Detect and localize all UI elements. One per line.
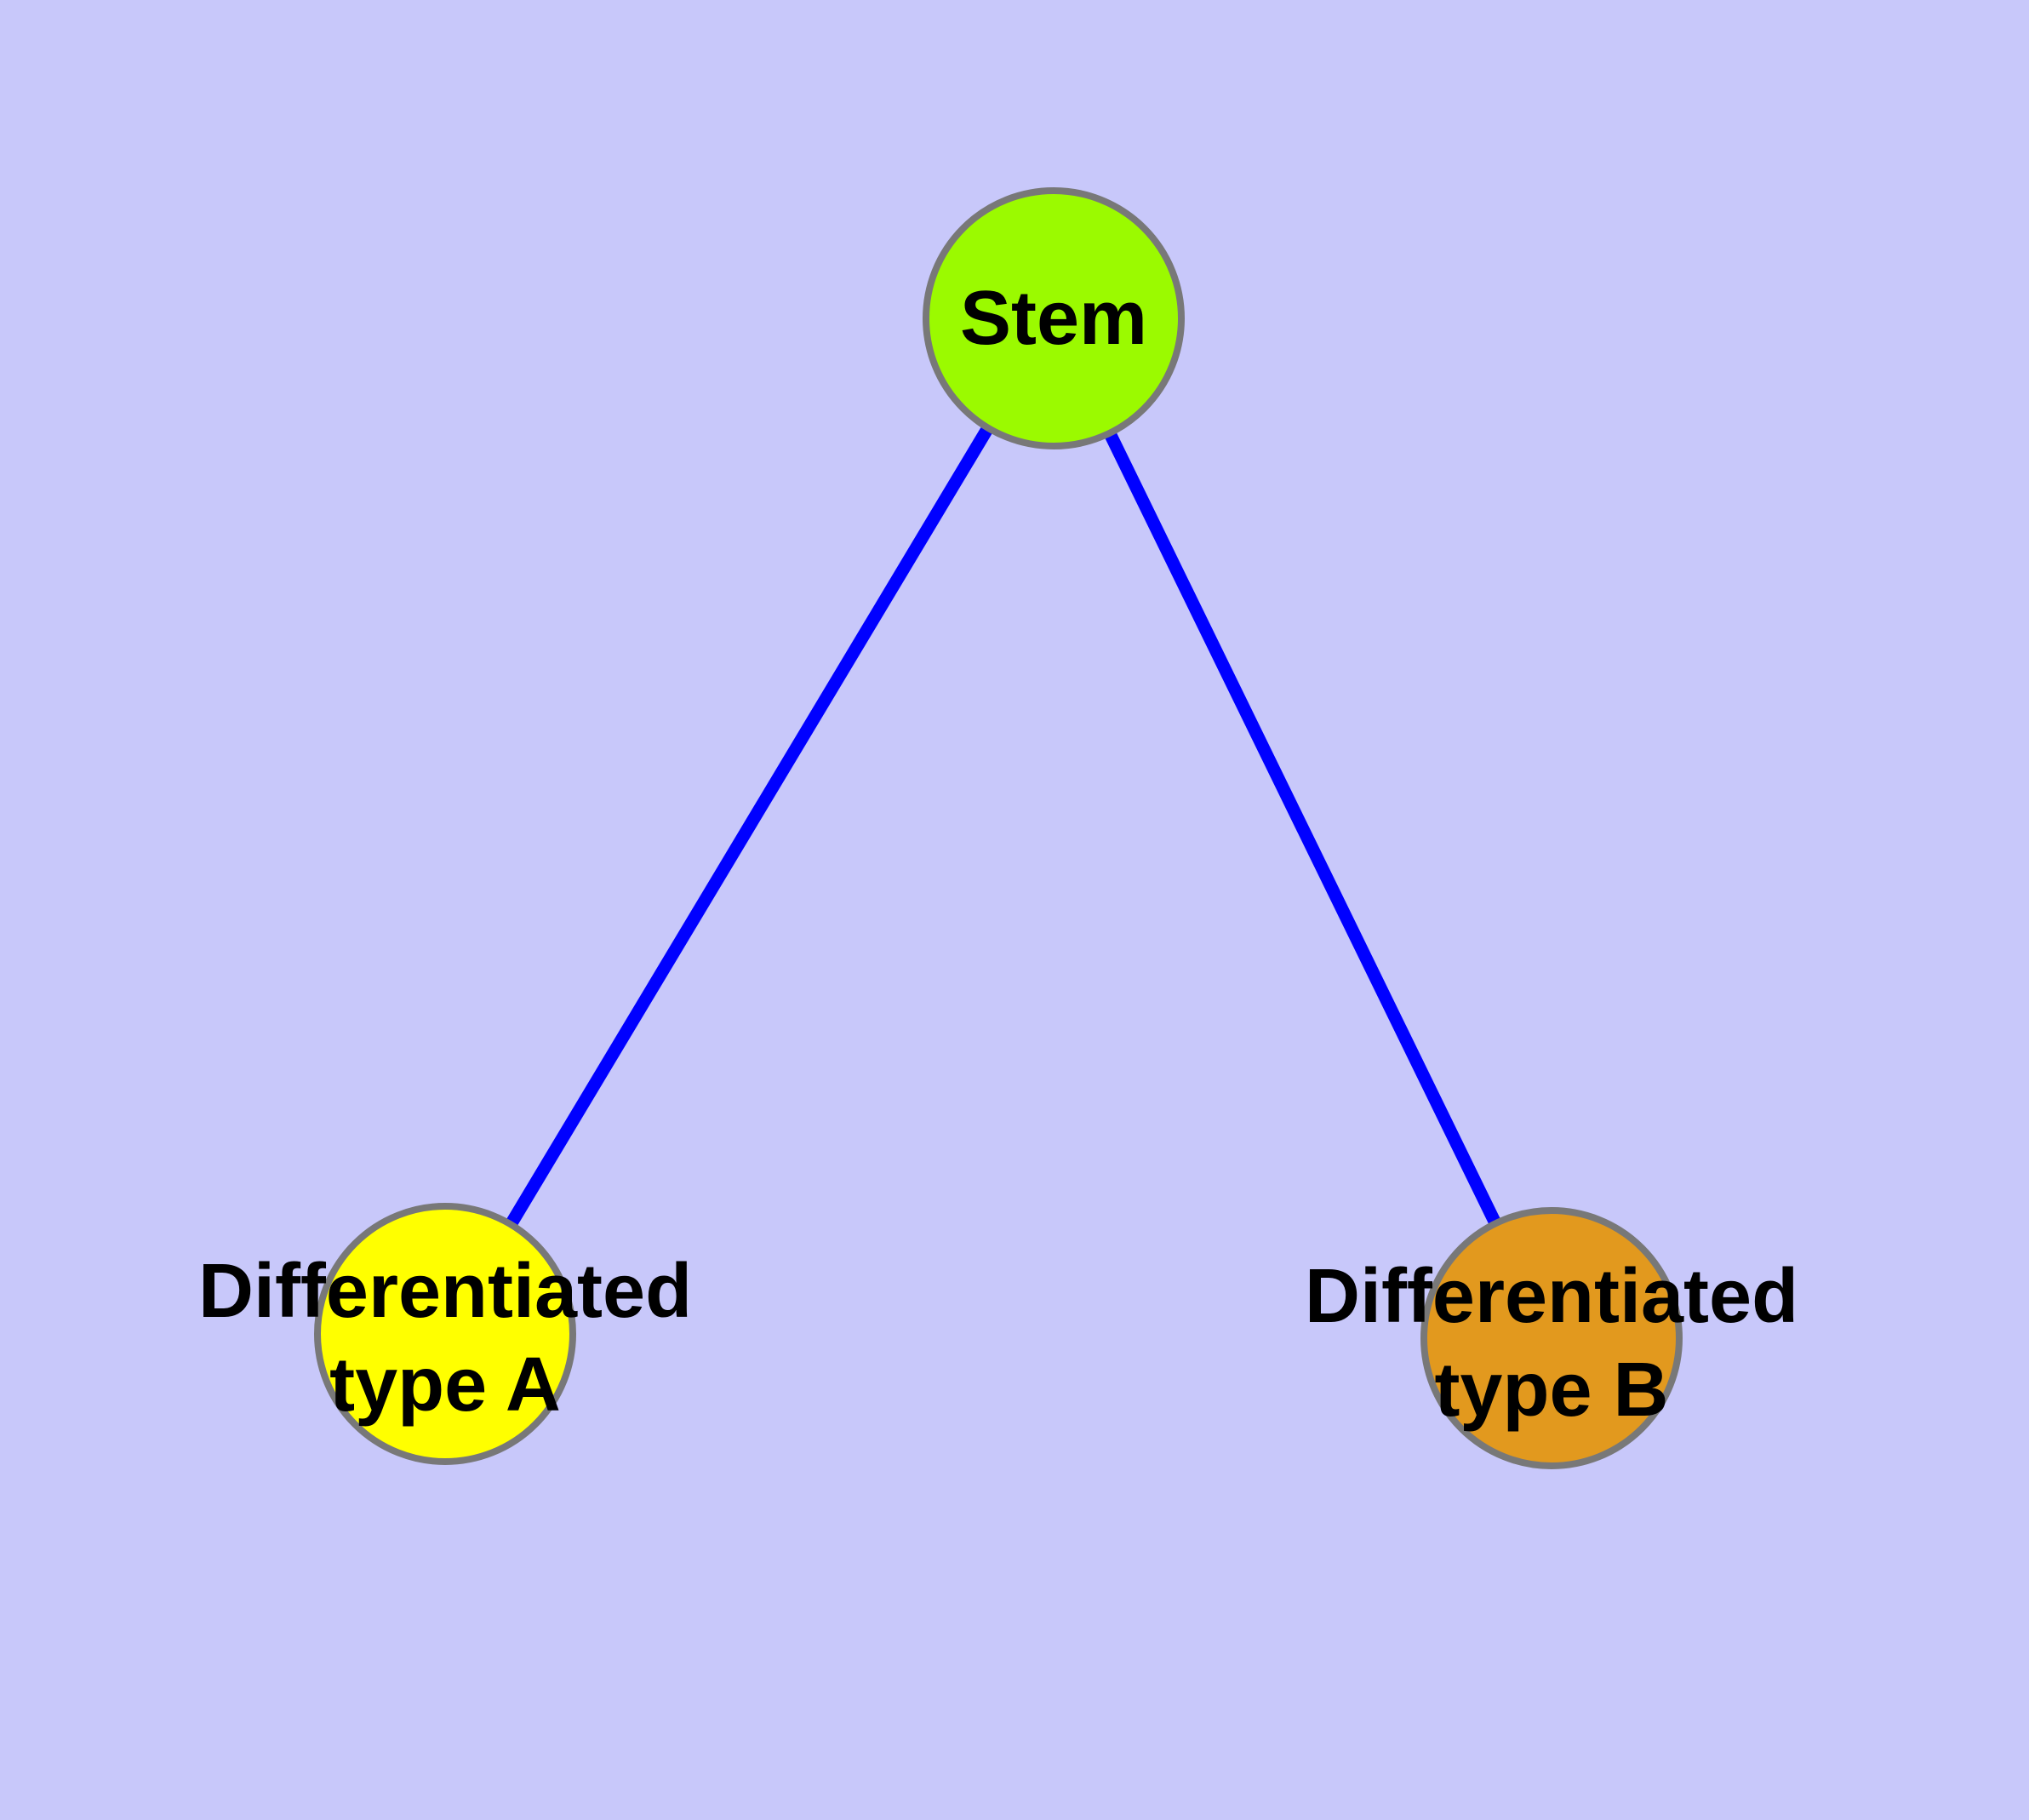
type-b-label-line1: Differentiated: [1304, 1254, 1799, 1339]
type-a-label-line1: Differentiated: [197, 1249, 693, 1334]
type-b-label-line2: type B: [1434, 1348, 1669, 1433]
type-b-node-label: Differentiated type B: [1305, 1250, 1798, 1437]
stem-node-label: Stem: [960, 272, 1147, 365]
type-a-node-label: Differentiated type A: [198, 1245, 692, 1432]
edge-stem-to-type-a: [439, 315, 1060, 1337]
type-b-node-circle: [1420, 1207, 1683, 1469]
edge-stem-to-type-b: [1048, 315, 1557, 1342]
type-a-node-circle: [314, 1203, 576, 1465]
stem-node-label-text: Stem: [959, 276, 1148, 361]
stem-node-circle: [923, 187, 1185, 449]
type-a-label-line2: type A: [329, 1342, 561, 1428]
